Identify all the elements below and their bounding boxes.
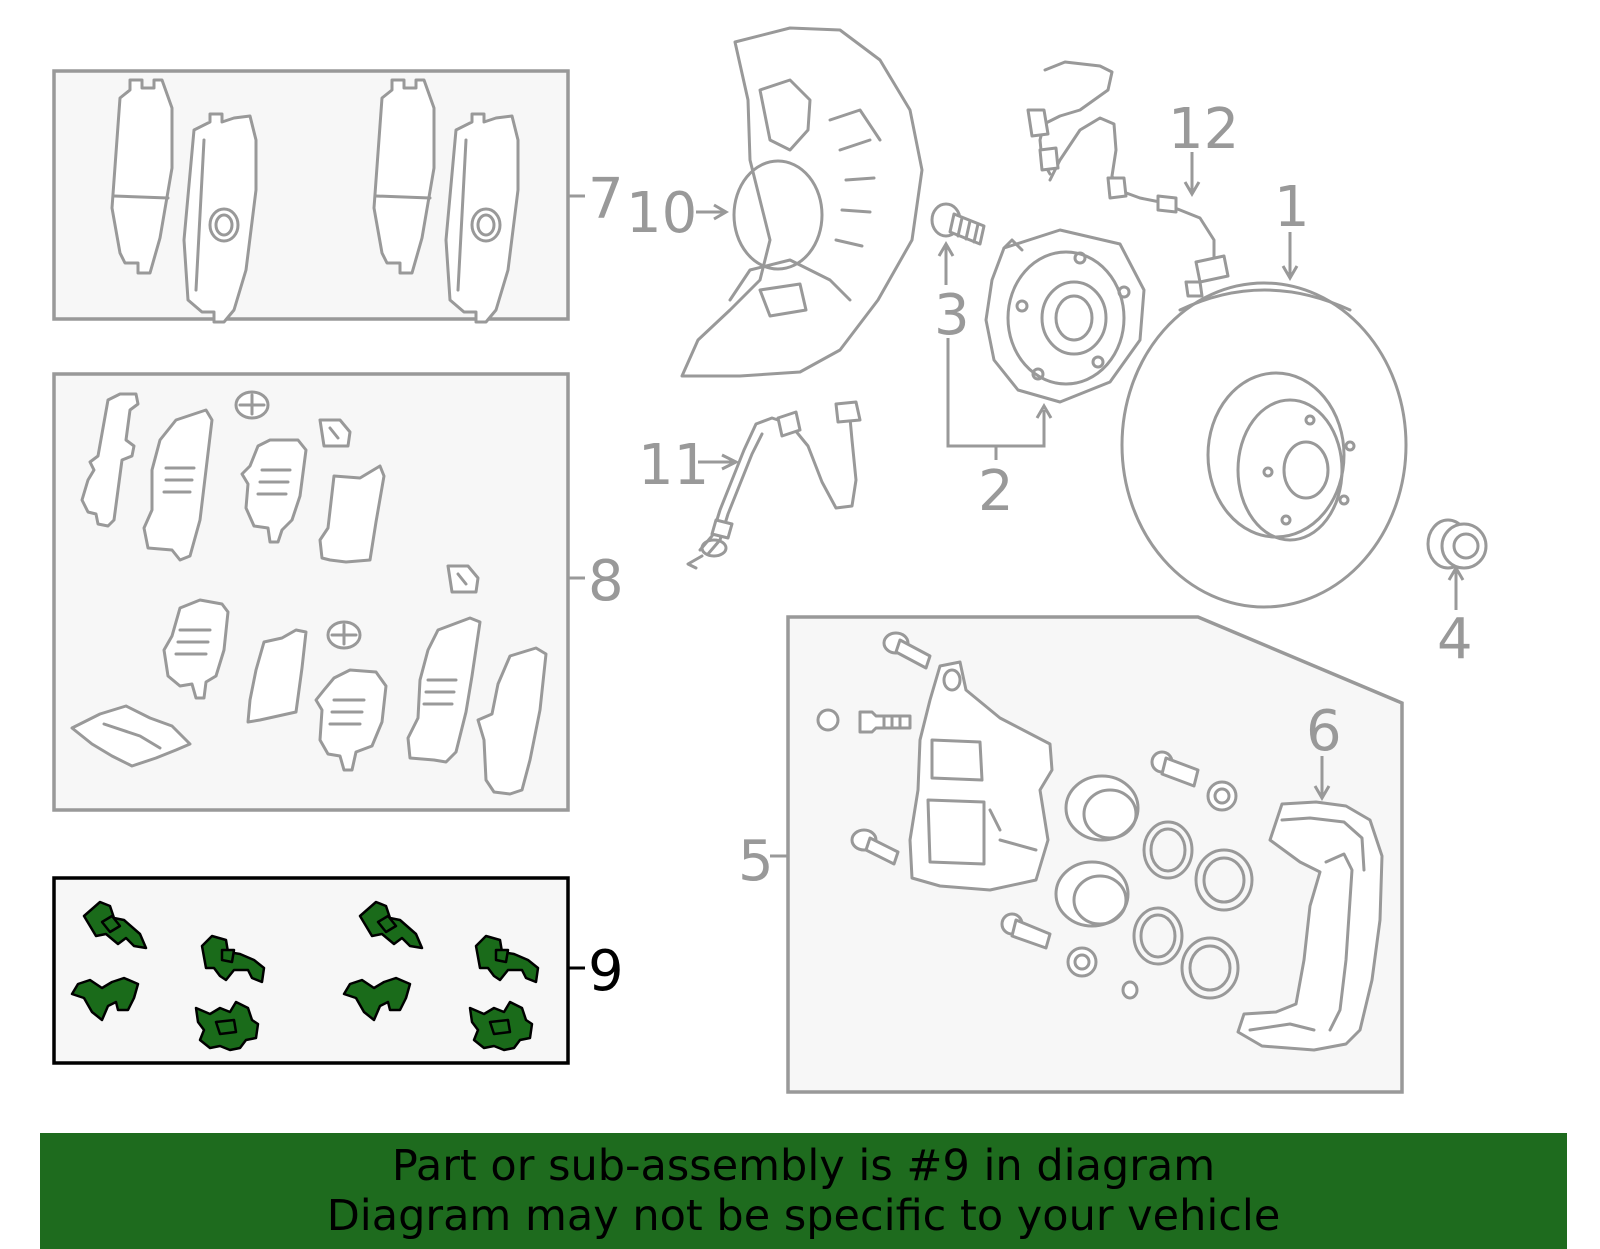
pad-wear-indicator-b [446,564,480,594]
callout-1: 1 [1274,175,1310,240]
caliper-piston-upper [1064,774,1140,842]
guide-pin-boot [1121,980,1139,1000]
shim-7 [314,668,388,772]
shim-8 [406,616,482,764]
anti-rattle-clip-b [326,620,362,650]
notice-line-2: Diagram may not be specific to your vehi… [326,1191,1281,1241]
caliper-housing [908,660,1054,892]
shim-4 [318,464,386,564]
callout-5: 5 [738,829,774,894]
callout-12: 12 [1168,97,1239,162]
shim-kit-box: 8 [52,372,624,812]
caliper-bolt-top [882,631,932,670]
shim-3 [240,438,308,544]
brake-hose [686,400,862,570]
piston-seal-2 [1194,848,1254,912]
pad-wear-indicator-a [318,418,352,448]
pad-clip-kit-box: 9 [52,876,624,1065]
abs-sensor [1026,60,1230,298]
lug-nut [1426,518,1488,570]
piston-seal-3 [1132,906,1184,966]
callout-8: 8 [588,549,624,614]
grease-packet [70,704,192,768]
callout-11: 11 [638,433,709,498]
guide-pin-lower [1000,912,1098,978]
callout-10: 10 [626,181,697,246]
shim-6 [246,628,308,724]
caliper-piston-lower [1054,860,1130,928]
hub-bolt [930,202,986,246]
hub-bearing [984,228,1146,404]
callout-7: 7 [588,167,624,232]
notice-banner: Part or sub-assembly is #9 in diagram Di… [40,1133,1567,1249]
caliper-bolt-bottom [850,828,900,866]
piston-seal-1 [1142,820,1194,880]
brake-rotor [1120,281,1408,609]
anti-rattle-clip-a [234,390,270,420]
callout-4: 4 [1437,607,1473,672]
piston-seal-4 [1180,936,1240,1000]
caliper-bracket [1236,800,1384,1052]
callout-2: 2 [978,459,1014,524]
guide-pin-upper [1150,750,1238,812]
shim-5 [162,598,230,700]
callout-6: 6 [1306,699,1342,764]
shim-2 [142,408,214,562]
caliper-assembly-box: 6 [786,615,1404,1094]
callout-9: 9 [588,939,624,1004]
bleeder-screw [816,708,912,734]
notice-line-1: Part or sub-assembly is #9 in diagram [391,1141,1216,1191]
splash-shield [680,26,924,378]
pad-set-box: 7 [52,69,624,324]
callout-3: 3 [934,283,970,348]
shim-9 [476,646,548,796]
